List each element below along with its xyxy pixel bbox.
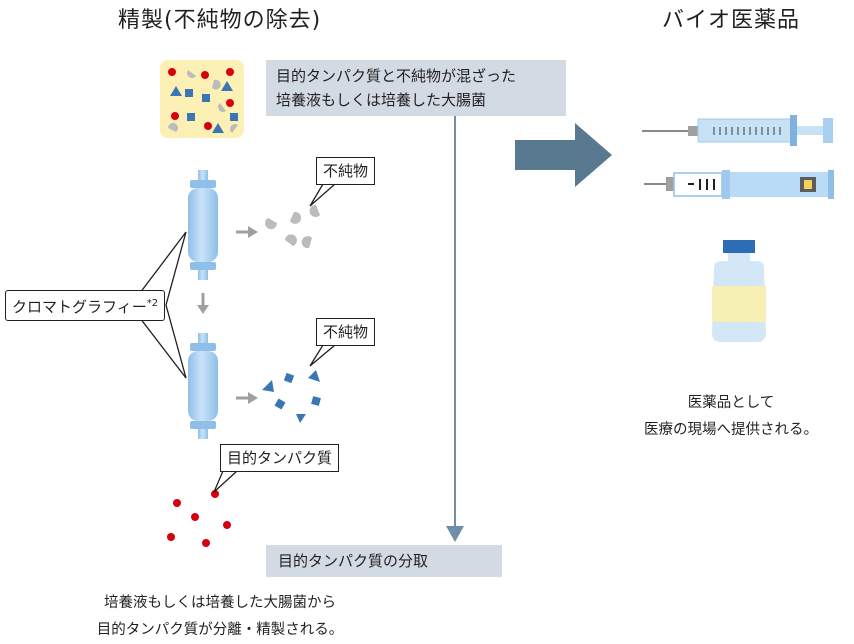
product-caption-line-1: 医薬品として — [687, 395, 775, 411]
mixture-description-box: 目的タンパク質と不純物が混ざった 培養液もしくは培養した大腸菌 — [266, 60, 566, 116]
chromatography-column-2 — [188, 333, 218, 439]
purification-caption-line-1: 培養液もしくは培養した大腸菌から — [104, 595, 336, 611]
chromatography-column-1 — [188, 170, 218, 280]
product-caption: 医薬品として 医療の現場へ提供される。 — [616, 390, 846, 444]
purification-caption: 培養液もしくは培養した大腸菌から 目的タンパク質が分離・精製される。 — [55, 590, 385, 644]
target-protein-dots — [167, 490, 231, 547]
fractionation-box: 目的タンパク質の分取 — [266, 545, 502, 577]
impurity-arrow-1 — [236, 226, 258, 238]
chromatography-callout: クロマトグラフィー*2 — [5, 290, 166, 321]
column-down-arrow — [197, 293, 209, 314]
impurity-callout-1: 不純物 — [316, 157, 376, 185]
mixture-line-2: 培養液もしくは培養した大腸菌 — [276, 91, 487, 109]
product-caption-line-2: 医療の現場へ提供される。 — [644, 422, 818, 438]
biopharma-title: バイオ医薬品 — [662, 8, 801, 33]
target-protein-callout: 目的タンパク質 — [220, 444, 340, 472]
syringe-icon — [642, 115, 833, 146]
impurity-arrow-2 — [236, 392, 258, 404]
culture-mixture-icon — [160, 60, 244, 138]
gray-impurities — [265, 204, 320, 249]
purification-caption-line-2: 目的タンパク質が分離・精製される。 — [96, 622, 344, 638]
pen-injector-icon — [644, 170, 834, 199]
purification-title: 精製(不純物の除去) — [118, 8, 322, 33]
flow-down-arrow — [446, 112, 464, 542]
chromatography-label: クロマトグラフィー — [12, 298, 147, 316]
impurity-callout-2: 不純物 — [316, 318, 376, 346]
callout-tails — [213, 183, 337, 493]
mixture-line-1: 目的タンパク質と不純物が混ざった — [276, 67, 517, 85]
chromatography-footnote: *2 — [146, 298, 159, 309]
to-product-arrow — [515, 123, 612, 187]
vial-icon — [712, 240, 766, 342]
blue-impurities — [262, 370, 321, 423]
